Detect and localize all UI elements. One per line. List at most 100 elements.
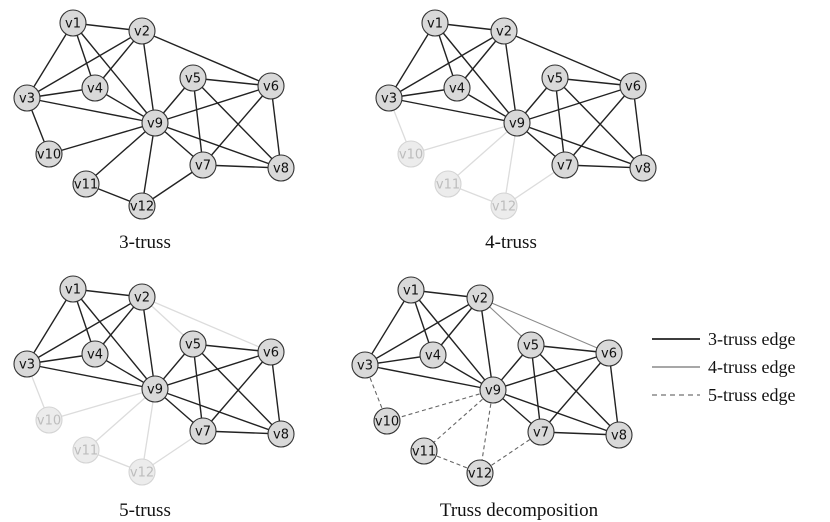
node-v12: v12: [466, 459, 494, 487]
caption-4-truss: 4-truss: [485, 232, 537, 253]
node-label: v8: [611, 429, 627, 444]
node-label: v12: [130, 466, 154, 481]
node-label: v11: [412, 445, 436, 460]
node-circle: [490, 17, 518, 45]
edge-v2-v9: [141, 296, 156, 390]
legend: 3-truss edge 4-truss edge 5-truss edge: [652, 329, 795, 405]
node-circle: [189, 151, 217, 179]
node-label: v7: [557, 159, 573, 174]
edge-v2-v6: [503, 30, 634, 87]
edge-v9-v11: [447, 122, 518, 185]
edge-v1-v3: [26, 22, 74, 99]
node-label: v3: [357, 359, 373, 374]
node-circle: [257, 338, 285, 366]
node-label: v6: [263, 346, 279, 361]
edge-v3-v9: [26, 363, 156, 390]
node-label: v12: [130, 200, 154, 215]
legend-label-3-truss: 3-truss edge: [708, 329, 795, 349]
node-label: v5: [547, 72, 563, 87]
node-v3: v3: [351, 351, 379, 379]
legend-label-4-truss: 4-truss edge: [708, 357, 795, 377]
node-circle: [466, 284, 494, 312]
node-label: v10: [399, 148, 423, 163]
node-circle: [479, 376, 507, 404]
node-v7: v7: [527, 418, 555, 446]
node-circle: [619, 72, 647, 100]
node-label: v2: [472, 292, 488, 307]
node-v11: v11: [72, 170, 100, 198]
node-circle: [72, 436, 100, 464]
node-label: v3: [381, 92, 397, 107]
node-v4: v4: [419, 341, 447, 369]
edge-v6-v8: [270, 85, 282, 169]
edge-v1-v9: [434, 22, 518, 124]
node-label: v7: [195, 425, 211, 440]
node-label: v12: [468, 467, 492, 482]
node-label: v9: [485, 384, 501, 399]
node-label: v11: [436, 178, 460, 193]
node-v1: v1: [397, 276, 425, 304]
edge-v6-v8: [632, 85, 644, 169]
node-v7: v7: [189, 417, 217, 445]
edge-v2-v6: [141, 30, 272, 87]
node-circle: [179, 64, 207, 92]
node-label: v10: [37, 148, 61, 163]
node-v1: v1: [421, 9, 449, 37]
node-circle: [179, 330, 207, 358]
edge-v6-v8: [608, 352, 620, 436]
edge-v12-v7: [479, 431, 542, 474]
node-v11: v11: [410, 437, 438, 465]
node-label: v2: [496, 25, 512, 40]
edge-v5-v7: [554, 77, 566, 166]
node-label: v3: [19, 358, 35, 373]
node-circle: [141, 375, 169, 403]
edge-v3-v9: [388, 97, 518, 124]
edge-v3-v9: [364, 364, 494, 391]
node-circle: [72, 170, 100, 198]
edge-v6-v7: [202, 85, 272, 166]
node-v5: v5: [541, 64, 569, 92]
node-label: v7: [195, 159, 211, 174]
node-v6: v6: [595, 339, 623, 367]
node-v9: v9: [141, 109, 169, 137]
node-v2: v2: [490, 17, 518, 45]
node-label: v8: [635, 162, 651, 177]
node-label: v11: [74, 444, 98, 459]
node-circle: [434, 170, 462, 198]
node-v4: v4: [443, 74, 471, 102]
edge-v2-v3: [388, 30, 505, 99]
node-circle: [373, 407, 401, 435]
node-label: v10: [37, 414, 61, 429]
node-label: v8: [273, 162, 289, 177]
node-circle: [267, 420, 295, 448]
node-label: v5: [523, 339, 539, 354]
node-circle: [541, 64, 569, 92]
edge-v6-v7: [540, 352, 610, 433]
node-v1: v1: [59, 275, 87, 303]
edge-v9-v12: [141, 122, 156, 207]
node-label: v1: [65, 17, 81, 32]
node-v5: v5: [179, 64, 207, 92]
edge-v9-v8: [154, 388, 282, 435]
node-circle: [517, 331, 545, 359]
edge-v9-v10: [48, 388, 156, 421]
edge-v6-v9: [154, 85, 272, 124]
edge-v1-v9: [72, 288, 156, 390]
node-v5: v5: [517, 331, 545, 359]
node-label: v1: [427, 17, 443, 32]
node-circle: [466, 459, 494, 487]
node-label: v9: [147, 383, 163, 398]
edge-v5-v8: [192, 77, 282, 169]
caption-5-truss: 5-truss: [119, 500, 171, 521]
node-circle: [35, 406, 63, 434]
node-v4: v4: [81, 74, 109, 102]
edge-layer: [26, 288, 282, 473]
node-label: v11: [74, 178, 98, 193]
node-circle: [490, 192, 518, 220]
node-label: v5: [185, 338, 201, 353]
node-circle: [397, 276, 425, 304]
node-label: v2: [134, 25, 150, 40]
